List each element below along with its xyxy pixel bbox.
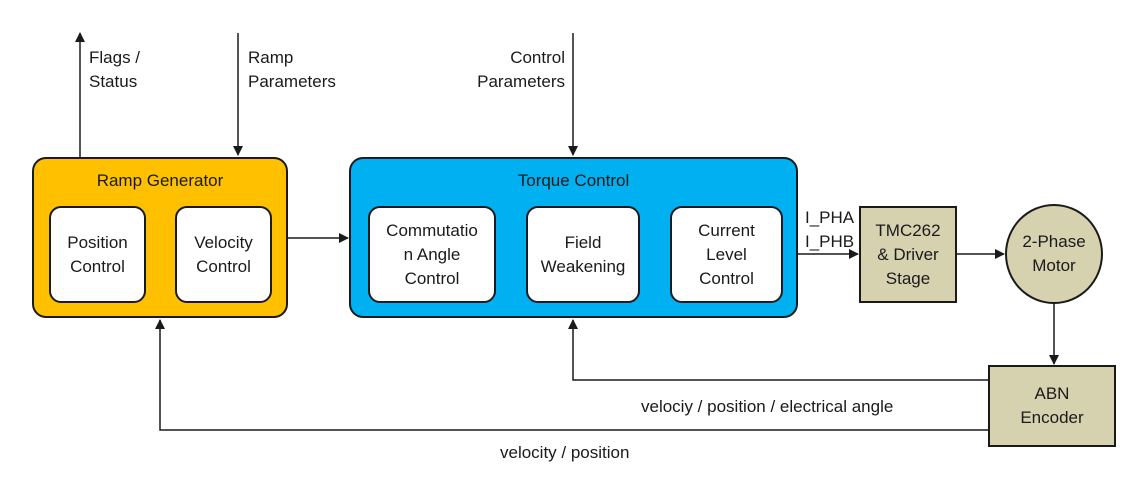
current-level-control-box: Current Level Control [670, 206, 783, 303]
torque-control-block: Torque Control Commutatio n Angle Contro… [349, 157, 798, 318]
outer-feedback-label: velocity / position [500, 443, 630, 462]
field-weakening-box: Field Weakening [526, 206, 640, 303]
ramp-parameters-label: Ramp Parameters [248, 48, 336, 91]
inner-feedback-arrow [568, 319, 988, 381]
commutation-angle-control-box: Commutatio n Angle Control [368, 206, 496, 303]
torque-control-title: Torque Control [517, 171, 630, 190]
control-parameters-label: Control Parameters [477, 48, 565, 91]
ramp-generator-block: Ramp Generator Position Control Velocity… [32, 157, 288, 318]
i-phb-label: I_PHB [805, 232, 855, 251]
velocity-control-box: Velocity Control [175, 206, 272, 303]
encoder-box: ABN Encoder [988, 365, 1116, 447]
position-control-box: Position Control [49, 206, 146, 303]
inner-feedback-label: velociy / position / electrical angle [641, 397, 894, 416]
ramp-generator-title: Ramp Generator [96, 171, 224, 190]
outer-feedback-arrow [155, 319, 988, 431]
i-pha-label: I_PHA [805, 208, 855, 227]
driver-stage-box: TMC262 & Driver Stage [859, 206, 957, 303]
motor-circle: 2-Phase Motor [1005, 204, 1103, 304]
flags-status-label: Flags / Status [89, 48, 141, 91]
